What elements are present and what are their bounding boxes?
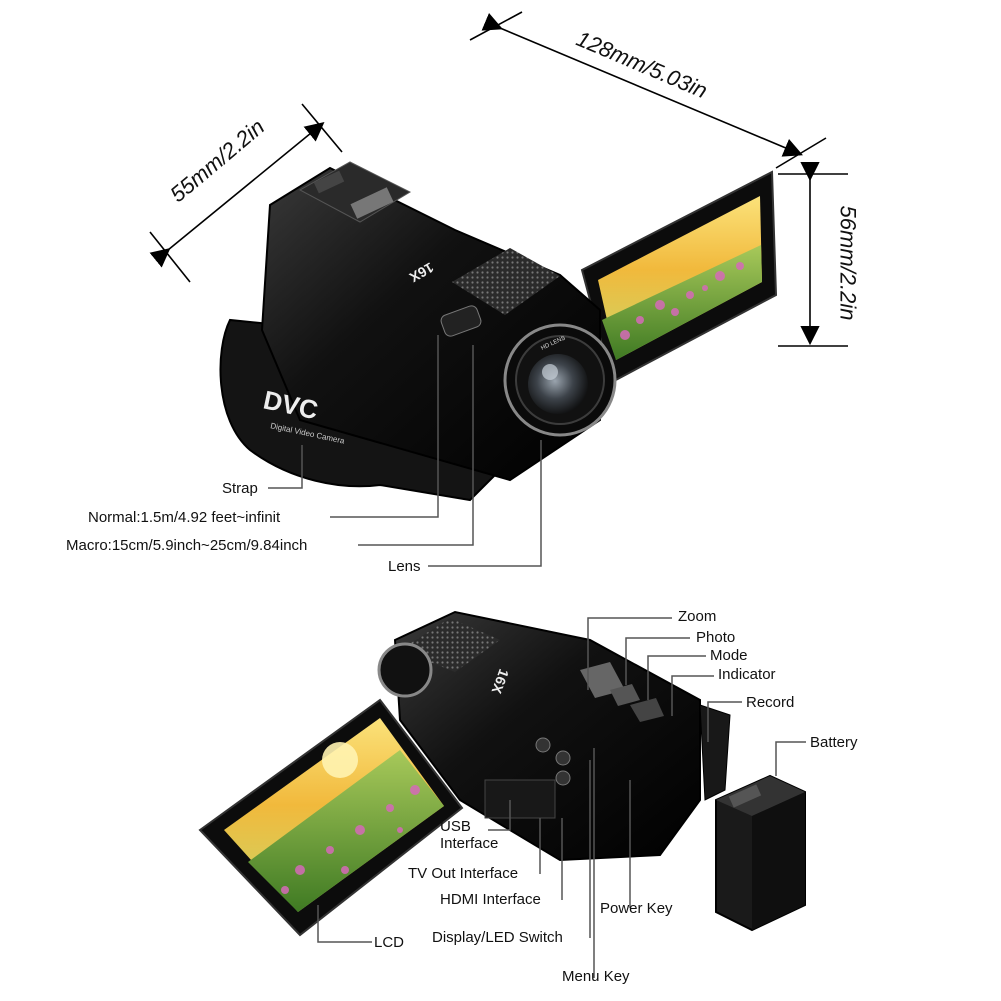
callout-lens: Lens (388, 558, 421, 575)
callout-macro-focus: Macro:15cm/5.9inch~25cm/9.84inch (66, 537, 308, 554)
callout-indicator: Indicator (718, 666, 776, 683)
battery (715, 774, 806, 932)
callout-power-key: Power Key (600, 900, 673, 917)
callout-menu-key: Menu Key (562, 968, 630, 985)
callout-normal-focus: Normal:1.5m/4.92 feet~infinit (88, 509, 281, 526)
callout-record: Record (746, 694, 795, 711)
top-lcd-panel (580, 170, 778, 384)
callout-strap: Strap (222, 480, 258, 497)
bottom-camera: 16X (198, 610, 731, 937)
callout-usb-interface: USB Interface (440, 818, 499, 852)
dimension-height: 56mm/2.2in (835, 205, 861, 321)
dimension-lines (149, 11, 848, 347)
callout-photo: Photo (696, 629, 736, 646)
callout-lcd: LCD (374, 934, 405, 951)
top-camera: DVC Digital Video Camera 16X HD LENS (219, 161, 778, 502)
callout-battery: Battery (810, 734, 858, 751)
callout-mode: Mode (710, 647, 748, 664)
top-leader-lines (268, 335, 542, 567)
callout-hdmi: HDMI Interface (440, 891, 541, 908)
bottom-leader-lines (317, 617, 806, 978)
bottom-camera-body (393, 610, 701, 862)
callout-zoom: Zoom (678, 608, 717, 625)
callout-tv-out: TV Out Interface (408, 865, 519, 882)
bottom-lcd-panel (198, 698, 464, 937)
callout-display-led-switch: Display/LED Switch (432, 929, 563, 946)
